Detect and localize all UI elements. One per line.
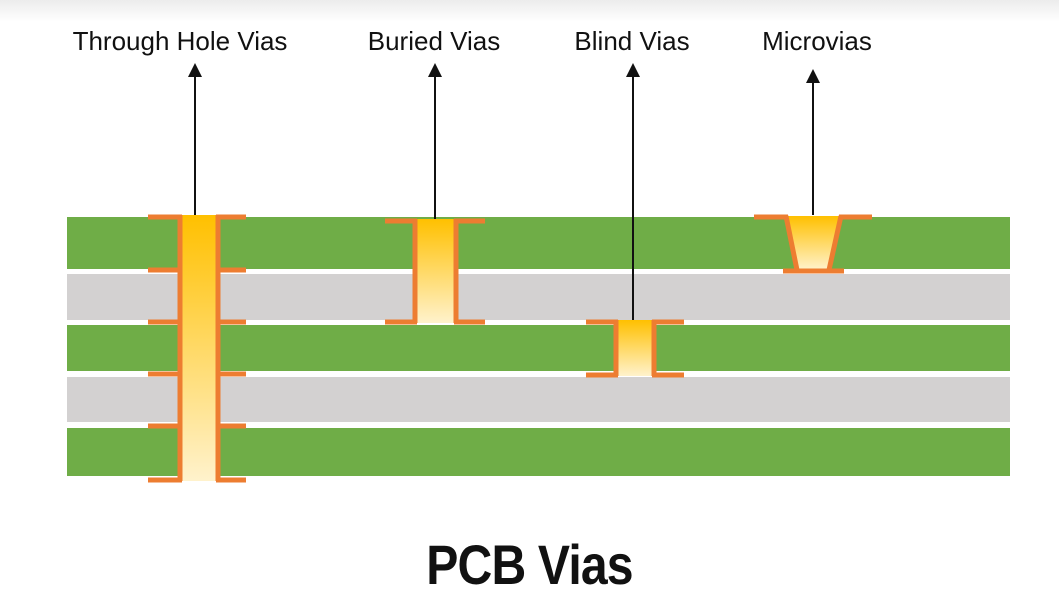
copper-layer-3	[67, 428, 1010, 476]
label-blind-vias: Blind Vias	[574, 26, 690, 56]
microvia	[754, 214, 872, 274]
copper-layer-1	[67, 217, 1010, 269]
buried-via	[385, 218, 485, 325]
label-buried-vias: Buried Vias	[367, 26, 501, 56]
label-microvias: Microvias	[762, 26, 872, 56]
blind-via	[586, 319, 684, 378]
dielectric-layer-1	[67, 274, 1010, 320]
label-through-hole-vias: Through Hole Vias	[72, 26, 288, 56]
dielectric-layer-2	[67, 377, 1010, 422]
copper-layer-2	[67, 325, 1010, 371]
diagram-title: PCB Vias	[426, 533, 633, 596]
through-hole-via	[148, 214, 246, 483]
